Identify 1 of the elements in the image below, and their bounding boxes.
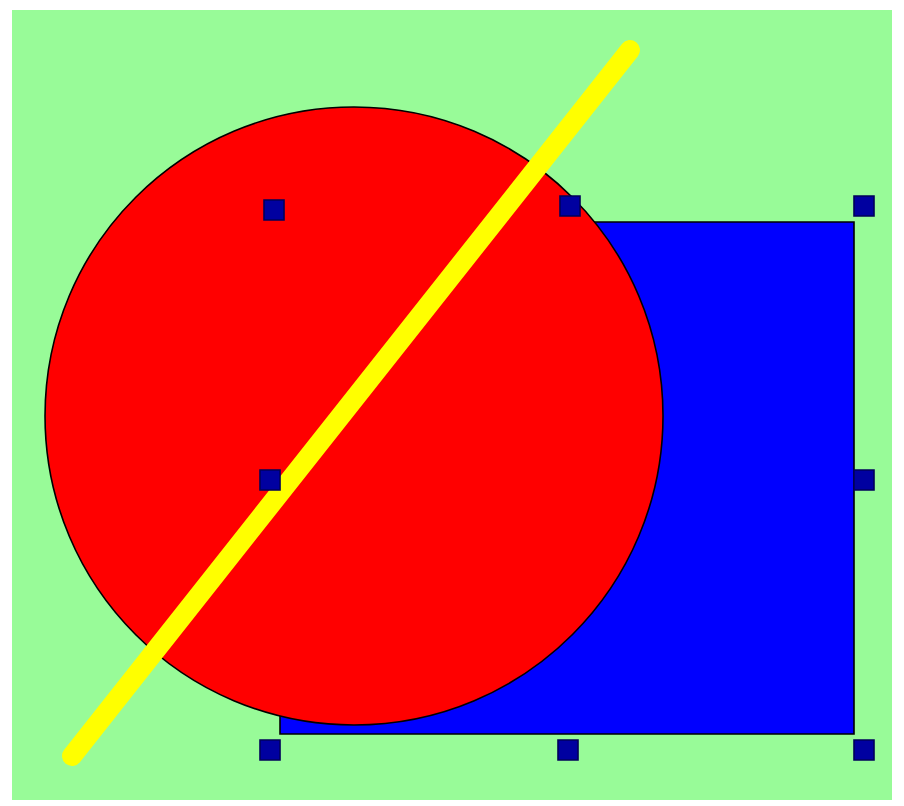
circle-shape	[44, 106, 664, 726]
